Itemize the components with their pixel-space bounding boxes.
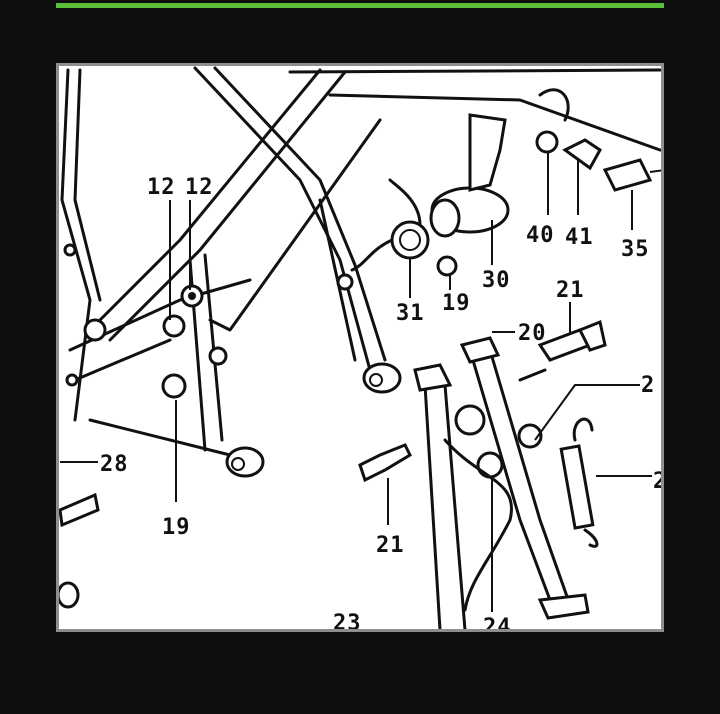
callout-12-right: 12 — [185, 175, 214, 200]
callout-28: 28 — [100, 452, 129, 477]
callout-21-upper: 21 — [556, 278, 585, 303]
callout-35: 35 — [621, 237, 650, 262]
spring — [559, 417, 599, 548]
callout-30: 30 — [482, 268, 511, 293]
callout-20: 20 — [518, 321, 547, 346]
accent-bar — [56, 3, 664, 8]
callout-19-lower: 19 — [162, 515, 191, 540]
parts-diagram: 12 12 40 41 35 30 31 19 21 20 2 2 28 19 … — [56, 63, 664, 632]
parts — [59, 113, 661, 609]
callout-24-right: 2 — [641, 373, 655, 398]
callout-40: 40 — [526, 223, 555, 248]
callout-41: 41 — [565, 225, 594, 250]
diagram-drawing: 12 12 40 41 35 30 31 19 21 20 2 2 28 19 … — [59, 66, 661, 629]
callout-19-upper: 19 — [442, 291, 471, 316]
callout-21-lower: 21 — [376, 533, 405, 558]
callout-31: 31 — [396, 301, 425, 326]
center-stand — [413, 336, 590, 629]
frame-tubes — [60, 66, 661, 457]
callout-24-lower: 24 — [483, 615, 512, 629]
callout-spring: 2 — [653, 469, 661, 494]
callout-12-left: 12 — [147, 175, 176, 200]
leader-lines — [60, 152, 652, 612]
callout-23: 23 — [333, 611, 362, 629]
